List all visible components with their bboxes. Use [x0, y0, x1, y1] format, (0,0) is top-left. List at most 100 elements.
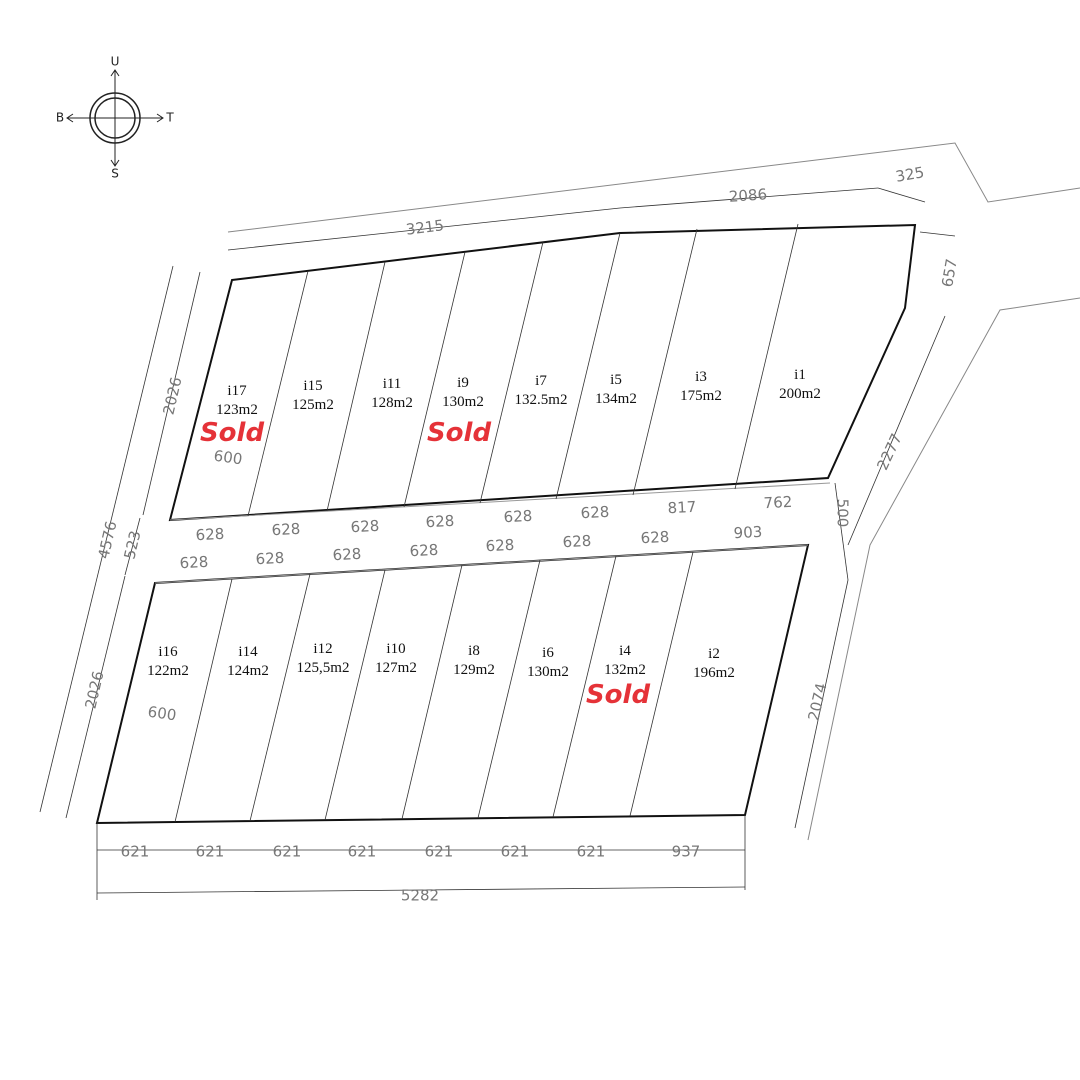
lot-i11[interactable]: i11 128m2 — [371, 376, 413, 411]
lot-id: i7 — [535, 373, 547, 389]
dimension-label: 621 — [425, 843, 454, 861]
lot-area: 129m2 — [453, 662, 495, 678]
dimension-label: 937 — [672, 843, 701, 861]
lot-divider — [326, 261, 386, 512]
dimension-label: 4576 — [94, 519, 120, 560]
sold-badge: Sold — [427, 418, 492, 448]
lot-divider — [174, 578, 233, 823]
dimension-label: 628 — [425, 512, 455, 531]
dimension-label: 628 — [332, 545, 362, 564]
dimension-label: 2086 — [728, 185, 767, 206]
dimension-label: 5282 — [401, 887, 439, 905]
lot-divider — [632, 228, 698, 496]
dimension-label: 657 — [938, 257, 961, 288]
dimension-label: 903 — [733, 523, 763, 542]
lot-area: 130m2 — [442, 394, 484, 410]
lot-i12[interactable]: i12 125,5m2 — [297, 641, 350, 676]
dimension-label: 621 — [196, 843, 225, 861]
dimension-label: 523 — [121, 529, 145, 561]
lot-area: 132.5m2 — [515, 392, 568, 408]
dimension-label: 2074 — [804, 681, 830, 722]
dimension-label: 600 — [213, 447, 244, 469]
dimension-label: 628 — [503, 507, 533, 526]
lot-id: i12 — [313, 641, 332, 657]
lot-divider — [249, 573, 311, 822]
lot-divider — [403, 251, 466, 508]
dimension-label: 817 — [667, 498, 697, 517]
lot-area: 128m2 — [371, 395, 413, 411]
lot-i7[interactable]: i7 132.5m2 — [515, 373, 568, 408]
dimension-line — [39, 265, 174, 813]
lot-area: 130m2 — [527, 664, 569, 680]
dimension-label: 628 — [255, 549, 285, 568]
dimension-line — [834, 482, 849, 581]
dimension-label: 628 — [179, 553, 209, 572]
lot-id: i9 — [457, 375, 469, 391]
lot-id: i11 — [383, 376, 402, 392]
dimension-line — [227, 207, 621, 251]
lot-i5[interactable]: i5 134m2 — [595, 372, 637, 407]
dimension-label: 628 — [640, 528, 670, 547]
dimension-line — [65, 575, 126, 819]
dimension-line — [619, 187, 879, 209]
lot-id: i5 — [610, 372, 622, 388]
dimension-label: 628 — [271, 520, 301, 539]
dimension-label: 628 — [562, 532, 592, 551]
lot-id: i17 — [227, 383, 247, 399]
lot-area: 196m2 — [693, 665, 735, 681]
lot-id: i2 — [708, 646, 720, 662]
road-edge — [169, 482, 831, 521]
dimension-line — [877, 187, 926, 203]
dimension-label: 628 — [409, 541, 439, 560]
dimension-label: 2026 — [81, 669, 107, 710]
dimension-label: 628 — [580, 503, 610, 522]
dimension-line — [124, 517, 141, 576]
lot-area: 200m2 — [779, 386, 821, 402]
dimension-label: 600 — [147, 703, 178, 725]
compass: U S B T — [56, 55, 174, 181]
dimension-label: 621 — [501, 843, 530, 861]
dimension-label: 3215 — [405, 216, 445, 239]
dimension-labels: 3215208632565722775002074457620265232026… — [39, 163, 961, 905]
lot-area: 123m2 — [216, 402, 258, 418]
lot-i2[interactable]: i2 196m2 — [693, 646, 735, 681]
surrounding-roads — [227, 142, 1080, 841]
dimension-label: 500 — [834, 499, 852, 528]
dimension-label: 762 — [763, 493, 793, 512]
lot-divider — [247, 270, 309, 517]
compass-south: S — [111, 167, 119, 181]
dimension-label: 628 — [195, 525, 225, 544]
lot-id: i10 — [386, 641, 405, 657]
dimension-label: 2026 — [159, 375, 185, 416]
dimension-line — [142, 271, 201, 516]
lot-divider — [477, 559, 541, 819]
dimension-line — [919, 231, 956, 237]
lot-divider — [479, 241, 544, 504]
dimension-line — [96, 886, 746, 894]
lot-divider — [734, 223, 799, 490]
compass-west: B — [56, 111, 64, 125]
lot-divider — [552, 555, 617, 818]
lot-divider — [555, 232, 621, 500]
lot-area: 134m2 — [595, 391, 637, 407]
lot-divider — [401, 564, 463, 820]
dimension-line — [794, 579, 849, 829]
dimension-label: 621 — [273, 843, 302, 861]
lot-divider — [324, 569, 386, 821]
lot-area: 132m2 — [604, 662, 646, 678]
lot-area: 125,5m2 — [297, 660, 350, 676]
lot-id: i4 — [619, 643, 631, 659]
dimension-label: 621 — [121, 843, 150, 861]
